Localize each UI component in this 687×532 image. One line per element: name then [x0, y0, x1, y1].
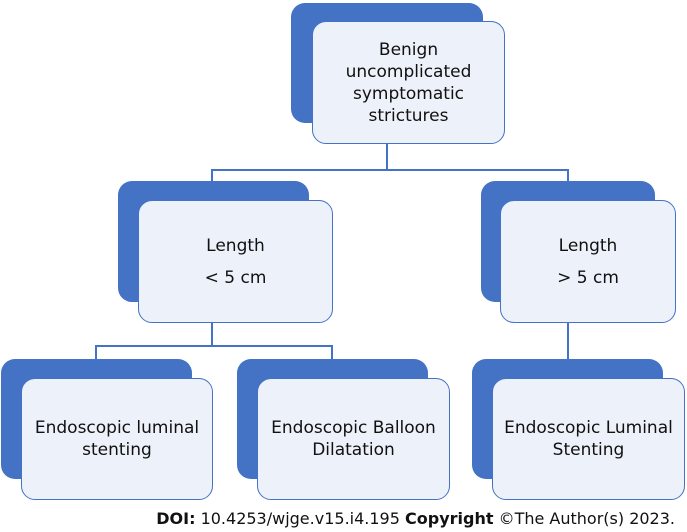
connector-to-leaf2: [331, 345, 333, 359]
length-long-label: Length: [558, 235, 618, 256]
connector-to-right: [567, 169, 569, 181]
luminal-stenting-long-node: Endoscopic Luminal Stenting: [492, 378, 685, 500]
root-node-line: uncomplicated: [345, 61, 472, 82]
length-long-value: > 5 cm: [557, 267, 619, 288]
length-short-label: Length: [206, 235, 265, 256]
luminal-stenting-line: stenting: [82, 440, 152, 460]
length-long-node: Length > 5 cm: [500, 200, 676, 323]
doi-label: DOI:: [156, 509, 196, 528]
root-node-line: strictures: [368, 105, 449, 126]
root-node-line: Benign: [378, 39, 439, 60]
balloon-dilatation-line: Endoscopic Balloon: [271, 418, 436, 438]
length-short-value: < 5 cm: [204, 267, 267, 288]
connector-to-leaf1: [95, 345, 97, 359]
doi-value: 10.4253/wjge.v15.i4.195: [200, 509, 400, 528]
connector-level2-horizontal: [95, 345, 333, 347]
connector-root-down: [386, 144, 388, 170]
luminal-stenting-long-line: Endoscopic Luminal: [504, 418, 673, 438]
luminal-stenting-long-line: Stenting: [552, 440, 625, 460]
connector-left-down: [211, 323, 213, 346]
copyright-text: ©The Author(s) 2023.: [498, 509, 675, 528]
root-node: Benign uncomplicated symptomatic strictu…: [312, 21, 505, 144]
luminal-stenting-node: Endoscopic luminal stenting: [21, 378, 213, 500]
balloon-dilatation-line: Dilatation: [312, 440, 395, 460]
root-node-line: symptomatic: [352, 83, 465, 104]
balloon-dilatation-node: Endoscopic Balloon Dilatation: [257, 378, 450, 500]
luminal-stenting-line: Endoscopic luminal: [34, 418, 200, 438]
connector-right-down: [567, 323, 569, 359]
connector-to-left: [211, 169, 213, 181]
copyright-label: Copyright: [405, 509, 494, 528]
connector-level1-horizontal: [212, 169, 569, 171]
citation-footer: DOI: 10.4253/wjge.v15.i4.195 Copyright ©…: [0, 508, 687, 530]
length-short-node: Length < 5 cm: [138, 200, 333, 323]
